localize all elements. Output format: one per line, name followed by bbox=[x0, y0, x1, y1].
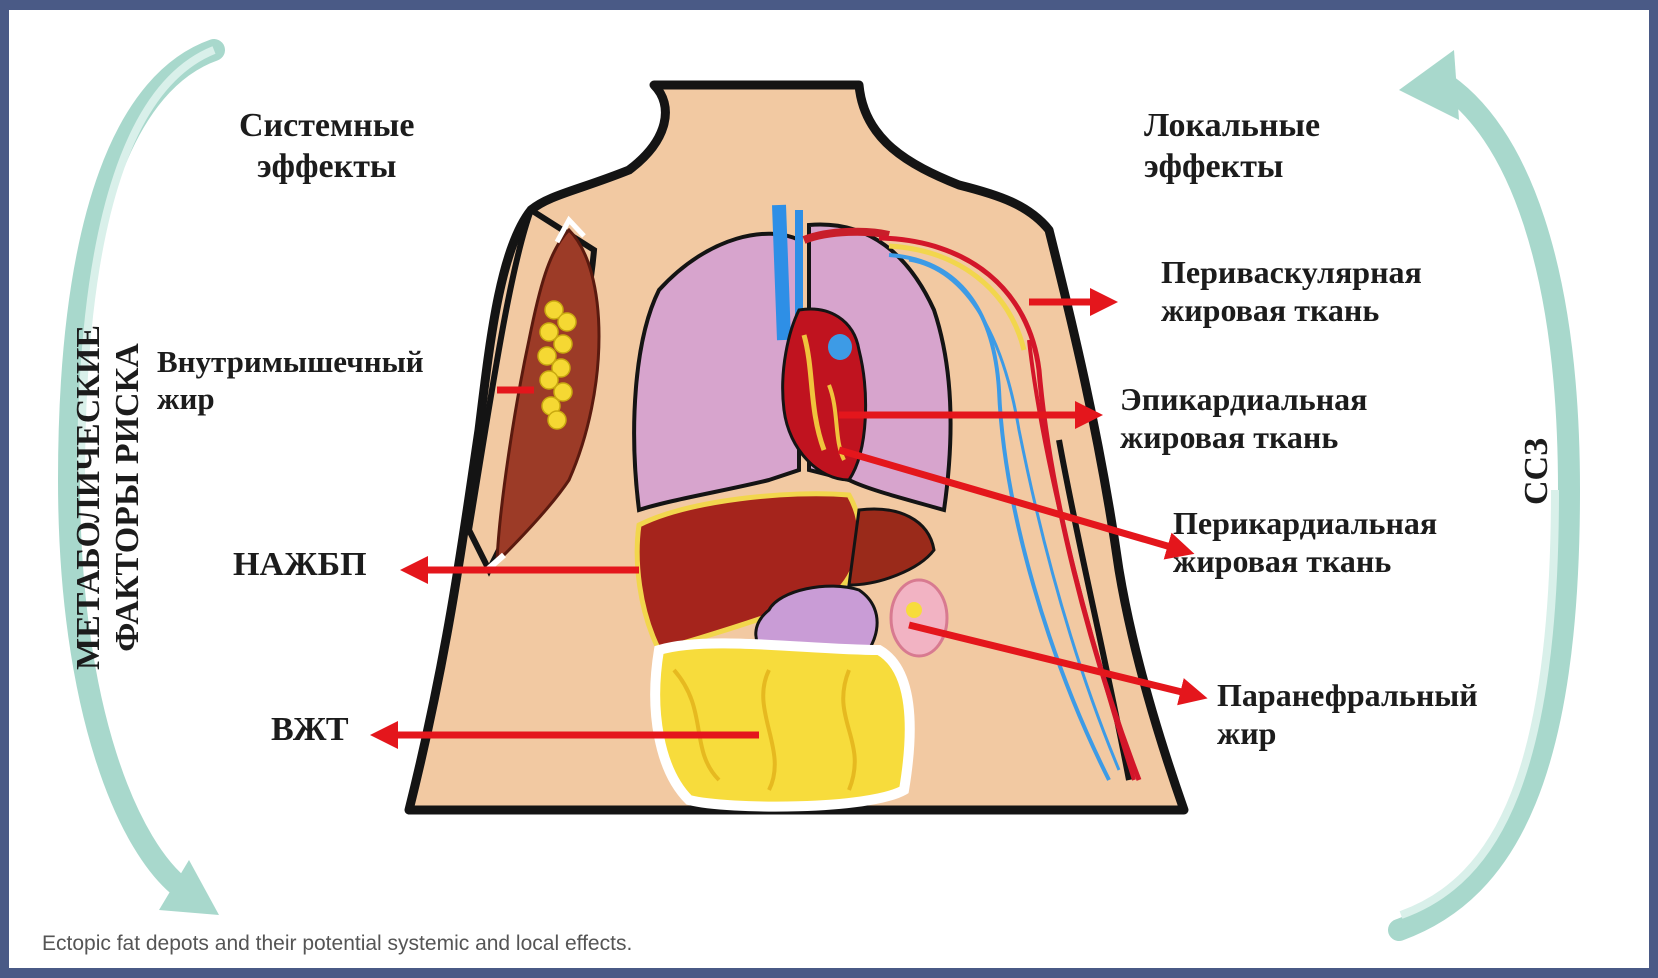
intestines bbox=[655, 643, 910, 806]
pericardial-fat-label: Перикардиальная жировая ткань bbox=[1173, 504, 1437, 581]
vat-label: ВЖТ bbox=[271, 710, 349, 751]
paranephric-fat-label: Паранефральный жир bbox=[1217, 676, 1478, 753]
perivascular-fat-label: Периваскулярная жировая ткань bbox=[1161, 253, 1422, 330]
figure-caption: Ectopic fat depots and their potential s… bbox=[42, 932, 632, 956]
local-effects-label: Локальные эффекты bbox=[1144, 106, 1320, 188]
nafld-label: НАЖБП bbox=[233, 545, 367, 586]
cvd-label: ССЗ bbox=[1517, 438, 1556, 505]
metabolic-risk-factors-label: МЕТАБОЛИЧЕСКИЕ ФАКТОРЫ РИСКА bbox=[69, 325, 147, 670]
intramuscular-fat-label: Внутримышечный жир bbox=[157, 343, 424, 417]
systemic-effects-label: Системные эффекты bbox=[239, 106, 414, 188]
diagram-frame: Системные эффекты Локальные эффекты МЕТА… bbox=[9, 10, 1649, 968]
epicardial-fat-label: Эпикардиальная жировая ткань bbox=[1120, 380, 1367, 457]
kidney bbox=[891, 580, 947, 656]
